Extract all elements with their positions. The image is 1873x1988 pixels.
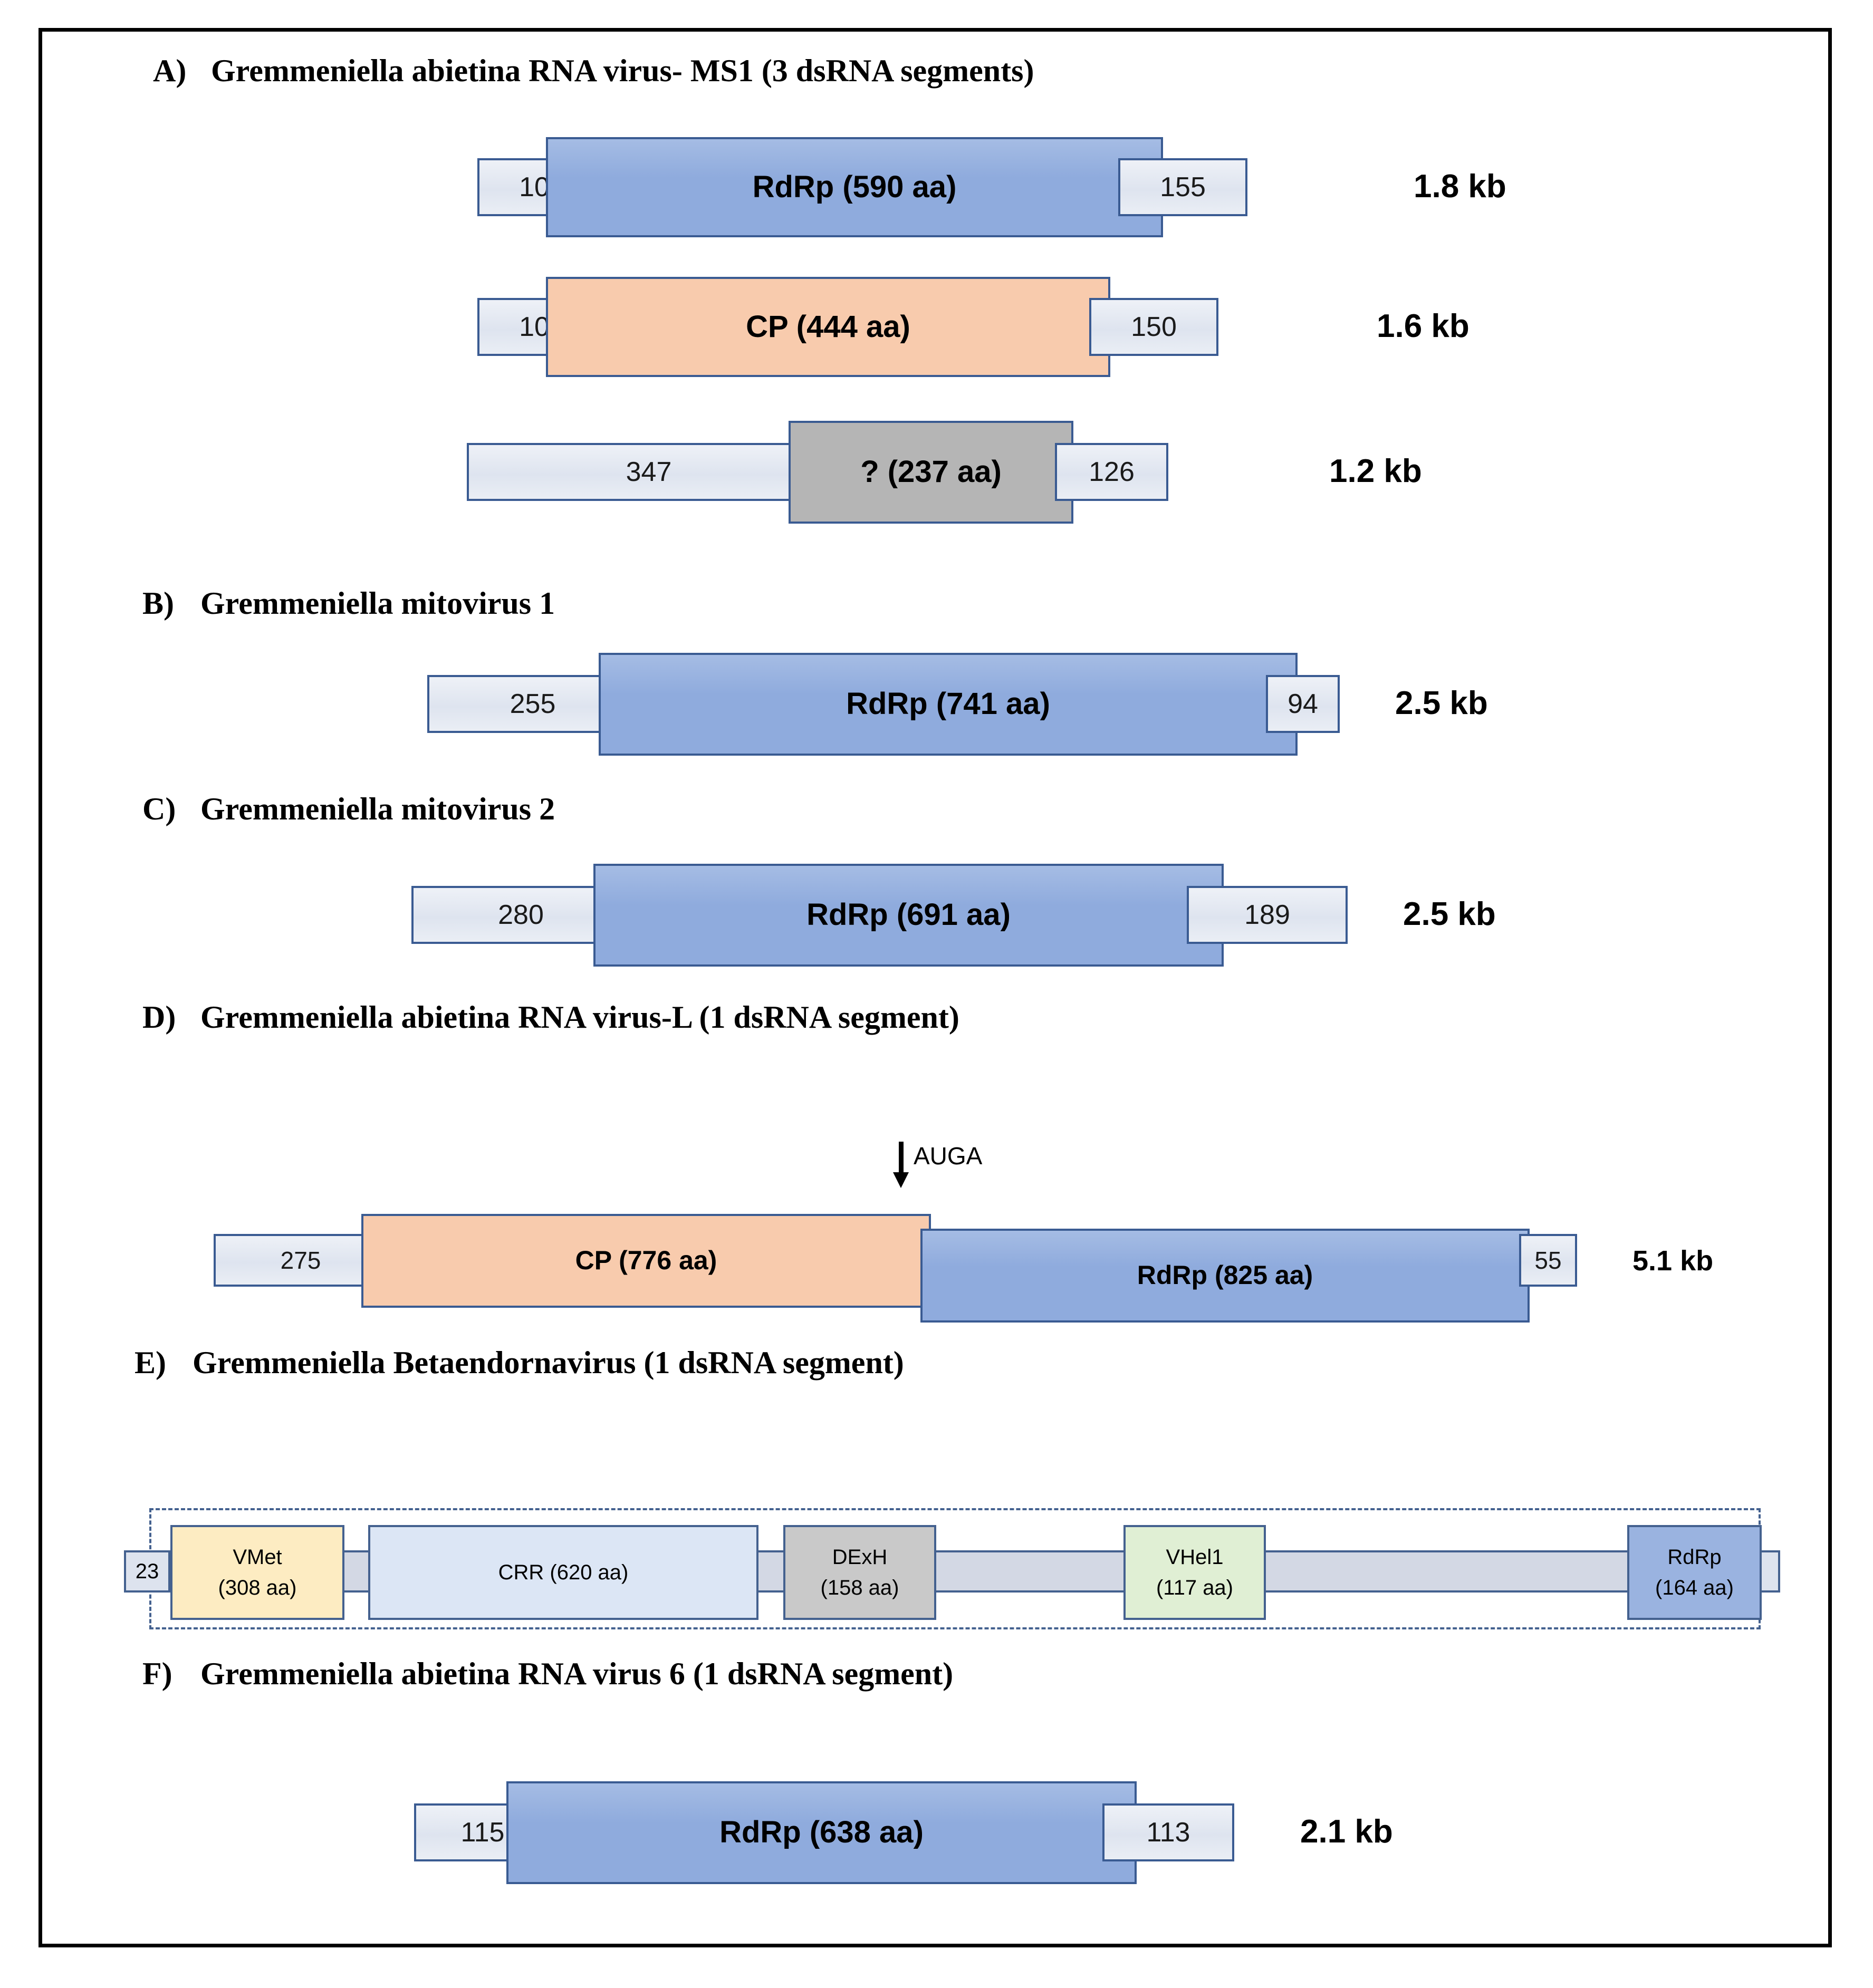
panel-d-letter: D) xyxy=(142,1000,176,1035)
orf-cp: CP (776 aa) xyxy=(361,1214,931,1308)
panel-a-title: A) Gremmeniella abietina RNA virus- MS1 (… xyxy=(153,53,1034,89)
segment-size: 2.1 kb xyxy=(1300,1813,1393,1850)
figure-frame: A) Gremmeniella abietina RNA virus- MS1 (… xyxy=(39,28,1832,1947)
domain-name: VHel1 xyxy=(1166,1546,1224,1569)
utr-right: 55 xyxy=(1519,1234,1577,1287)
utr-left: 275 xyxy=(214,1234,388,1287)
panel-a-title-text: Gremmeniella abietina RNA virus- MS1 (3 … xyxy=(211,53,1034,88)
panel-a-segment-1: 100 RdRp (590 aa) 155 1.8 kb xyxy=(42,132,1828,243)
orf-cp: CP (444 aa) xyxy=(546,277,1110,377)
panel-c-segment-1: 280 RdRp (691 aa) 189 2.5 kb xyxy=(42,860,1828,970)
domain-dexh: DExH (158 aa) xyxy=(783,1525,936,1620)
domain-name: RdRp xyxy=(1667,1546,1722,1569)
panel-a-segment-3: 347 ? (237 aa) 126 1.2 kb xyxy=(42,417,1828,527)
orf-rdrp: RdRp (638 aa) xyxy=(506,1781,1137,1884)
domain-length: (117 aa) xyxy=(1156,1576,1233,1599)
orf-rdrp: RdRp (590 aa) xyxy=(546,137,1163,237)
utr-left: 23 xyxy=(124,1550,170,1593)
panel-f-title: F) Gremmeniella abietina RNA virus 6 (1 d… xyxy=(142,1656,953,1692)
panel-c-title: C) Gremmeniella mitovirus 2 xyxy=(142,791,555,827)
domain-name: VMet xyxy=(233,1546,282,1569)
orf-unknown: ? (237 aa) xyxy=(789,421,1073,524)
utr-right: 150 xyxy=(1089,298,1218,356)
auga-annotation: AUGA xyxy=(893,1142,983,1188)
domain-length: (164 aa) xyxy=(1655,1576,1734,1599)
domain-name: DExH xyxy=(832,1546,888,1569)
segment-size: 1.8 kb xyxy=(1414,168,1506,205)
utr-right: 155 xyxy=(1118,158,1247,216)
domain-length: (158 aa) xyxy=(820,1576,899,1599)
panel-d-segment-1: 275 CP (776 aa) RdRp (825 aa) 55 5.1 kb xyxy=(42,1202,1828,1323)
panel-f-title-text: Gremmeniella abietina RNA virus 6 (1 dsR… xyxy=(200,1656,954,1691)
segment-size: 1.6 kb xyxy=(1377,308,1469,344)
orf-rdrp: RdRp (741 aa) xyxy=(599,653,1298,756)
panel-f-letter: F) xyxy=(142,1656,172,1691)
orf-rdrp: RdRp (691 aa) xyxy=(593,864,1224,967)
utr-left: 347 xyxy=(467,443,831,501)
segment-size: 2.5 kb xyxy=(1395,685,1488,721)
utr-right: 189 xyxy=(1187,886,1348,944)
domain-rdrp: RdRp (164 aa) xyxy=(1627,1525,1762,1620)
panel-b-title: B) Gremmeniella mitovirus 1 xyxy=(142,585,555,622)
domain-vmet: VMet (308 aa) xyxy=(170,1525,344,1620)
segment-size: 5.1 kb xyxy=(1632,1245,1714,1277)
panel-e-title-text: Gremmeniella Betaendornavirus (1 dsRNA s… xyxy=(193,1345,904,1380)
panel-e-genome: 23 VMet (308 aa) CRR (620 aa) DExH (158 … xyxy=(42,1476,1828,1656)
panel-e-title: E) Gremmeniella Betaendornavirus (1 dsRNA… xyxy=(135,1345,904,1381)
segment-size: 1.2 kb xyxy=(1329,453,1422,489)
orf-rdrp: RdRp (825 aa) xyxy=(920,1229,1530,1323)
panel-b-letter: B) xyxy=(142,586,174,621)
down-arrow-icon xyxy=(893,1142,909,1188)
domain-length: (308 aa) xyxy=(218,1576,297,1599)
panel-b-title-text: Gremmeniella mitovirus 1 xyxy=(200,586,555,621)
domain-name: CRR (620 aa) xyxy=(498,1561,629,1584)
panel-a-segment-2: 100 CP (444 aa) 150 1.6 kb xyxy=(42,272,1828,382)
auga-label: AUGA xyxy=(914,1142,983,1170)
domain-vhel1: VHel1 (117 aa) xyxy=(1123,1525,1266,1620)
panel-b-segment-1: 255 RdRp (741 aa) 94 2.5 kb xyxy=(42,649,1828,759)
panel-d-title: D) Gremmeniella abietina RNA virus-L (1 d… xyxy=(142,999,959,1036)
panel-d-title-text: Gremmeniella abietina RNA virus-L (1 dsR… xyxy=(200,1000,959,1035)
panel-c-title-text: Gremmeniella mitovirus 2 xyxy=(200,792,555,826)
panel-a-letter: A) xyxy=(153,53,187,88)
utr-right: 94 xyxy=(1266,675,1340,733)
segment-size: 2.5 kb xyxy=(1403,896,1496,932)
utr-right: 113 xyxy=(1102,1803,1234,1861)
panel-c-letter: C) xyxy=(142,792,176,826)
panel-f-segment-1: 115 RdRp (638 aa) 113 2.1 kb xyxy=(42,1777,1828,1888)
panel-e-letter: E) xyxy=(135,1345,166,1380)
domain-crr: CRR (620 aa) xyxy=(368,1525,758,1620)
utr-right: 126 xyxy=(1055,443,1168,501)
